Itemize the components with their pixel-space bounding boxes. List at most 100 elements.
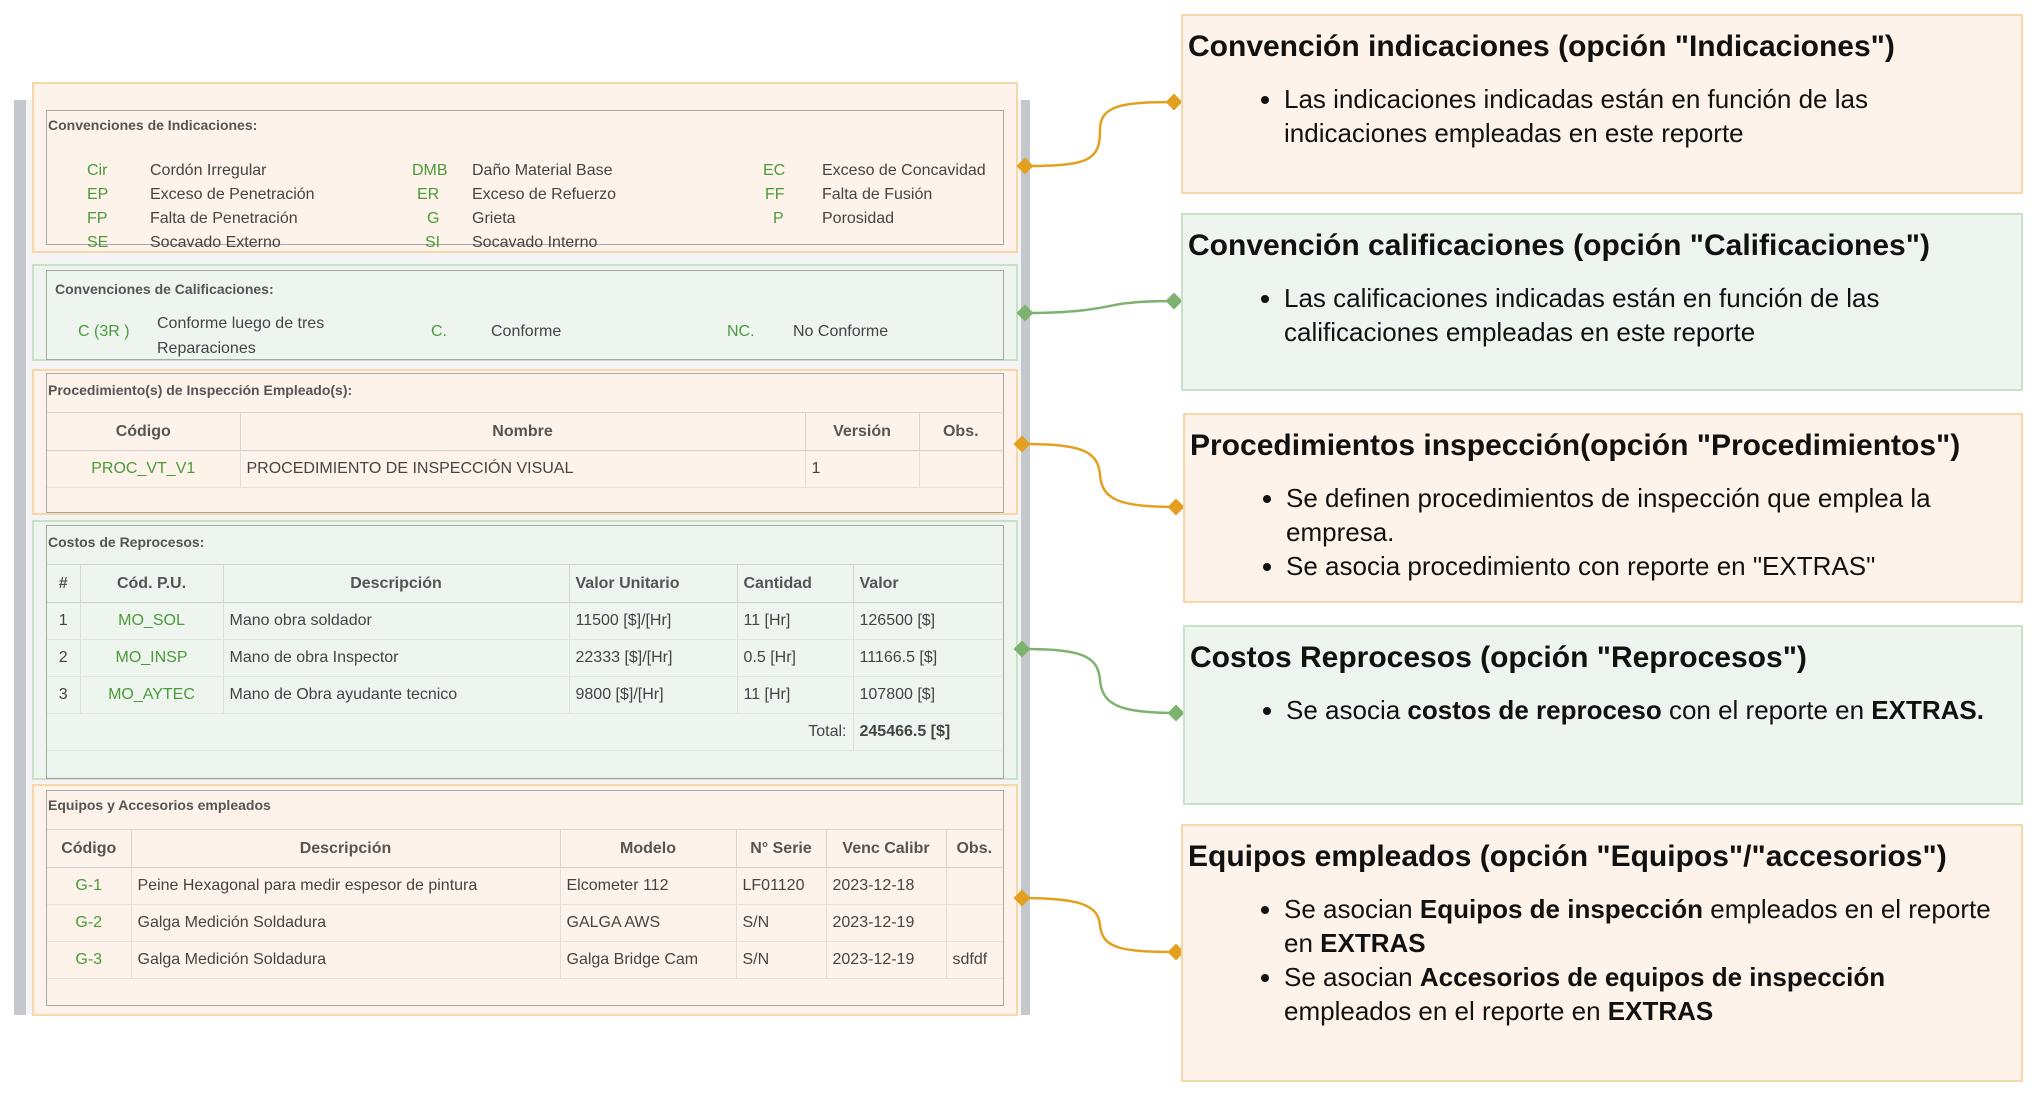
col-header: Cód. P.U. (79, 564, 223, 603)
total-row: Total: 245466.5 [$] (47, 713, 1002, 751)
col-header: Obs. (918, 412, 1002, 451)
col-header: Versión (804, 412, 919, 451)
col-header: Valor (852, 564, 1002, 603)
cell-value: 107800 [$] (852, 676, 1002, 714)
callout-procedimientos: Procedimientos inspección(opción "Proced… (1183, 413, 2023, 603)
cell-serial: LF01120 (735, 867, 826, 905)
text: empleados en el reporte en (1284, 894, 1991, 958)
costos-section: Costos de Reprocesos: # Cód. P.U. Descri… (32, 520, 1018, 780)
ind-code: ER (417, 186, 440, 203)
indicaciones-grid: Cir Cordón Irregular DMB Daño Material B… (87, 159, 987, 255)
table-row[interactable]: G-1 Peine Hexagonal para medir espesor d… (47, 867, 1002, 905)
callout-bullets: Se definen procedimientos de inspección … (1190, 481, 2016, 583)
cell-calibration: 2023-12-18 (825, 867, 946, 905)
indicaciones-section: Convenciones de Indicaciones: Cir Cordón… (32, 82, 1018, 253)
callout-title: Convención indicaciones (opción "Indicac… (1188, 30, 1895, 63)
cell-obs (945, 867, 1002, 905)
calificaciones-title: Convenciones de Calificaciones: (55, 281, 274, 297)
callout-equipos: Equipos empleados (opción "Equipos"/"acc… (1181, 824, 2023, 1082)
indicaciones-title: Convenciones de Indicaciones: (48, 117, 258, 133)
cell-quantity: 0.5 [Hr] (736, 639, 853, 677)
ind-desc: Socavado Interno (472, 234, 598, 251)
col-header: Venc Calibr (825, 829, 946, 868)
ind-code: FF (765, 186, 785, 203)
costos-box: Costos de Reprocesos: # Cód. P.U. Descri… (46, 525, 1004, 779)
cell-model: GALGA AWS (559, 904, 736, 942)
procedimientos-box: Procedimiento(s) de Inspección Empleado(… (46, 373, 1004, 513)
ind-code: SE (87, 234, 109, 251)
cell-desc: Mano de Obra ayudante tecnico (222, 676, 569, 714)
cell-desc: Galga Medición Soldadura (130, 904, 560, 942)
calif-desc-line: Conforme luego de tres (157, 315, 325, 332)
cell-unit-value: 9800 [$]/[Hr] (568, 676, 737, 714)
ind-desc: Exceso de Penetración (150, 186, 315, 203)
ind-desc: Falta de Fusión (822, 186, 933, 203)
table-row[interactable]: 1 MO_SOL Mano obra soldador 11500 [$]/[H… (47, 602, 1002, 640)
cell-index: 3 (47, 676, 80, 714)
cell-desc: Mano obra soldador (222, 602, 569, 640)
connector-costos (1021, 647, 1177, 715)
cell-name: PROCEDIMIENTO DE INSPECCIÓN VISUAL (239, 450, 805, 488)
indicaciones-row: SE Socavado Externo SI Socavado Interno (87, 231, 987, 255)
costos-title: Costos de Reprocesos: (48, 534, 205, 550)
ind-code: SI (425, 234, 441, 251)
callout-bullet: Se asocian Equipos de inspección emplead… (1284, 892, 2016, 960)
empty-cell (47, 750, 1002, 778)
col-header: # (47, 564, 80, 603)
table-row[interactable]: G-3 Galga Medición Soldadura Galga Bridg… (47, 941, 1002, 979)
cell-desc: Peine Hexagonal para medir espesor de pi… (130, 867, 560, 905)
col-header: Descripción (222, 564, 569, 603)
connector-marker (1167, 704, 1185, 722)
callout-title: Costos Reprocesos (opción "Reprocesos") (1190, 641, 1807, 674)
ind-code: Cir (87, 162, 108, 179)
cell-obs: sdfdf (945, 941, 1002, 979)
table-row[interactable]: 2 MO_INSP Mano de obra Inspector 22333 [… (47, 639, 1002, 677)
table-header-row: # Cód. P.U. Descripción Valor Unitario C… (47, 564, 1002, 603)
callout-title: Equipos empleados (opción "Equipos"/"acc… (1188, 840, 1947, 873)
connector-marker (1167, 498, 1185, 516)
connector-marker (1165, 93, 1183, 111)
connector-marker (1016, 304, 1034, 322)
procedimientos-table: Código Nombre Versión Obs. PROC_VT_V1 PR… (47, 412, 1002, 488)
table-row[interactable]: PROC_VT_V1 PROCEDIMIENTO DE INSPECCIÓN V… (47, 450, 1002, 488)
ind-desc: Porosidad (822, 210, 895, 227)
calificaciones-box: Convenciones de Calificaciones: C (3R ) … (46, 270, 1004, 360)
ind-code: FP (87, 210, 108, 227)
calif-code: C. (431, 323, 447, 340)
cell-calibration: 2023-12-19 (825, 941, 946, 979)
calif-code: NC. (727, 323, 755, 340)
connector-procedimientos (1021, 442, 1177, 509)
callout-bullet: Las indicaciones indicadas están en func… (1284, 82, 2016, 150)
cell-obs (918, 450, 1002, 488)
cell-model: Elcometer 112 (559, 867, 736, 905)
ind-code: EC (763, 162, 786, 179)
callout-calificaciones: Convención calificaciones (opción "Calif… (1181, 213, 2023, 391)
ind-desc: Socavado Externo (150, 234, 281, 251)
callout-bullet: Las calificaciones indicadas están en fu… (1284, 281, 2016, 349)
cell-value: 11166.5 [$] (852, 639, 1002, 677)
table-row[interactable]: G-2 Galga Medición Soldadura GALGA AWS S… (47, 904, 1002, 942)
col-header: Valor Unitario (568, 564, 737, 603)
ind-desc: Daño Material Base (472, 162, 613, 179)
text-bold: Accesorios de equipos de inspección (1419, 962, 1886, 992)
text: con el reporte en (1661, 695, 1872, 725)
ind-desc: Falta de Penetración (150, 210, 298, 227)
connector-marker (1013, 889, 1031, 907)
total-value: 245466.5 [$] (852, 713, 1002, 751)
connector-calificaciones (1024, 299, 1175, 315)
calif-desc: No Conforme (793, 323, 889, 340)
cell-code: MO_INSP (79, 639, 223, 677)
callout-bullets: Se asocian Equipos de inspección emplead… (1188, 892, 2016, 1028)
connector-indicaciones (1024, 100, 1175, 168)
empty-row (47, 750, 1002, 778)
ind-code: P (773, 210, 784, 227)
table-row[interactable]: 3 MO_AYTEC Mano de Obra ayudante tecnico… (47, 676, 1002, 714)
cell-desc: Mano de obra Inspector (222, 639, 569, 677)
connector-equipos (1021, 896, 1177, 954)
col-header: Cantidad (736, 564, 853, 603)
calif-code: C (3R ) (78, 323, 130, 340)
text: Se asocia (1286, 695, 1408, 725)
callout-indicaciones: Convención indicaciones (opción "Indicac… (1181, 14, 2023, 194)
equipos-box: Equipos y Accesorios empleados Código De… (46, 790, 1004, 1006)
cell-index: 2 (47, 639, 80, 677)
